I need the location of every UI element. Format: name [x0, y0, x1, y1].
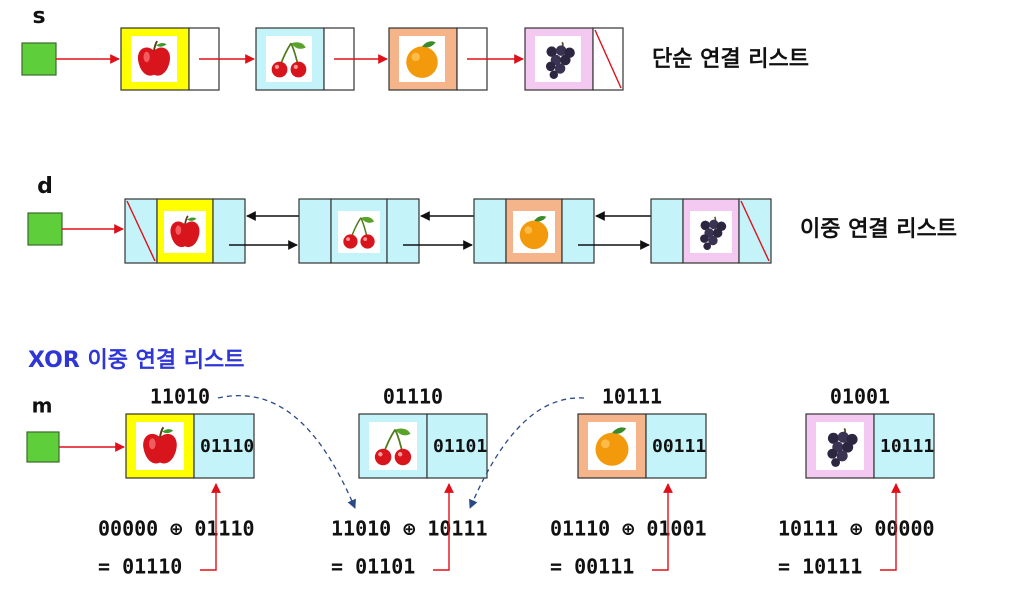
xor-dashed-arrow-2	[469, 397, 585, 509]
xor-node-1-link-value: 01110	[200, 436, 254, 457]
doubly-title: 이중 연결 리스트	[800, 217, 957, 242]
doubly-next-null-slash	[740, 200, 770, 262]
xor-head-pointer	[26, 431, 60, 463]
xor-node-4-link	[873, 413, 935, 479]
doubly-node-3-prev	[473, 198, 507, 264]
doubly-node-2-prev	[298, 198, 332, 264]
singly-head-pointer-label: s	[32, 4, 45, 29]
xor-node-3-link	[645, 413, 707, 479]
xor-node-3-address: 10111	[602, 385, 662, 409]
singly-linked-list: s 단순 연결 리스트	[21, 4, 809, 91]
xor-node-1-address: 11010	[150, 385, 210, 409]
xor-node-3-formula-line2: = 00111	[550, 555, 634, 579]
xor-node-2-link-value: 01101	[433, 436, 487, 457]
xor-node-4-formula-line2: = 10111	[778, 555, 862, 579]
xor-node-3-result-arrow	[652, 483, 673, 571]
xor-head-pointer-label: m	[32, 394, 53, 418]
xor-dashed-arrow-1	[217, 395, 356, 509]
xor-node-1-result-arrow	[200, 483, 221, 571]
doubly-node-1-next	[212, 198, 246, 264]
doubly-linked-list: d 이중 연결 리스트	[27, 174, 957, 264]
singly-null-slash	[594, 29, 622, 89]
xor-node-4-result-arrow	[880, 483, 901, 571]
xor-node-2-formula-line1: 11010 ⊕ 10111	[331, 517, 488, 541]
xor-node-4-address: 01001	[830, 385, 890, 409]
xor-node-2-link	[426, 413, 488, 479]
doubly-cherry-icon-bg	[338, 211, 380, 253]
doubly-node-2-next	[386, 198, 420, 264]
xor-node-3-link-value: 00111	[652, 436, 706, 457]
xor-node-1-formula-line2: = 01110	[98, 555, 182, 579]
xor-linked-list: XOR 이중 연결 리스트 m 11010 01110 00000 ⊕ 01110 = 0…	[26, 348, 935, 579]
singly-head-pointer	[21, 42, 57, 76]
singly-title: 단순 연결 리스트	[652, 47, 809, 72]
xor-cherry-icon-bg	[369, 422, 417, 470]
xor-node-3-formula-line1: 01110 ⊕ 01001	[550, 517, 707, 541]
xor-title: XOR 이중 연결 리스트	[28, 348, 244, 373]
doubly-head-pointer	[27, 212, 63, 246]
xor-node-2-address: 01110	[383, 385, 443, 409]
xor-node-1-formula-line1: 00000 ⊕ 01110	[98, 517, 255, 541]
singly-cherry-icon-bg	[266, 36, 312, 82]
xor-node-4-formula-line1: 10111 ⊕ 00000	[778, 517, 935, 541]
xor-node-1-link	[193, 413, 255, 479]
doubly-prev-null-slash	[126, 200, 156, 262]
xor-node-2-result-arrow	[433, 483, 454, 571]
doubly-head-pointer-label: d	[37, 174, 53, 199]
xor-node-2-formula-line2: = 01101	[331, 555, 415, 579]
xor-node-4-link-value: 10111	[880, 436, 934, 457]
doubly-node-4-prev	[650, 198, 684, 264]
doubly-node-3-next	[561, 198, 595, 264]
